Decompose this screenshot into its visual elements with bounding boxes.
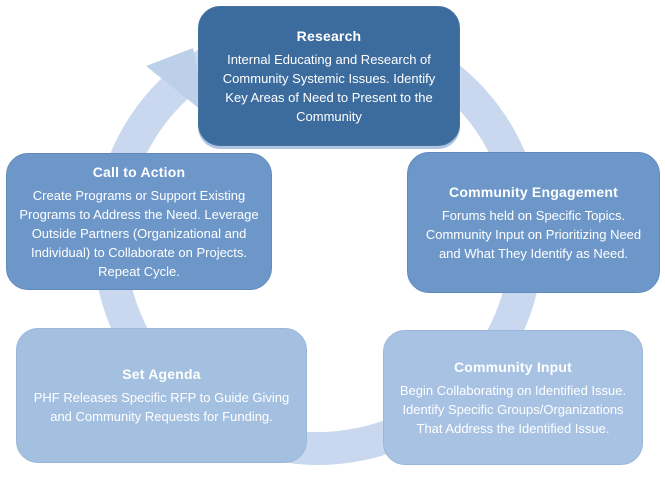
node-community-input-title: Community Input — [453, 358, 573, 375]
node-call-to-action-body: Create Programs or Support Existing Prog… — [19, 187, 259, 279]
node-community-engagement-body: Forums held on Specific Topics. Communit… — [425, 207, 642, 261]
node-research-body: Internal Educating and Research of Commu… — [222, 51, 436, 124]
node-research-title: Research — [296, 27, 362, 44]
node-set-agenda: Set Agenda PHF Releases Specific RFP to … — [16, 328, 307, 463]
node-community-engagement: Community Engagement Forums held on Spec… — [407, 152, 660, 293]
node-community-engagement-title: Community Engagement — [449, 183, 618, 200]
node-set-agenda-body: PHF Releases Specific RFP to Guide Givin… — [33, 390, 290, 424]
node-community-input-body: Begin Collaborating on Identified Issue.… — [399, 382, 627, 436]
cycle-arrow-head-icon — [146, 48, 206, 114]
node-community-input: Community Input Begin Collaborating on I… — [383, 330, 643, 465]
node-set-agenda-title: Set Agenda — [122, 366, 201, 382]
node-research: Research Internal Educating and Research… — [198, 6, 460, 146]
node-call-to-action: Call to Action Create Programs or Suppor… — [6, 153, 272, 290]
node-call-to-action-title: Call to Action — [92, 163, 186, 180]
